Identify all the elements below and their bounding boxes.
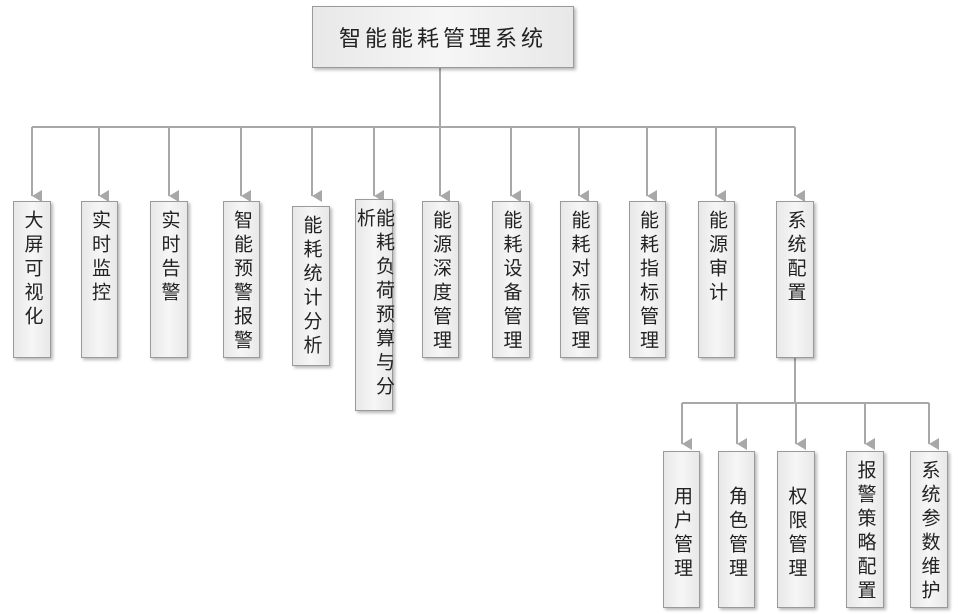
module-node-smart-warning: 智能预警报警 xyxy=(223,201,260,358)
module-label: 能耗指标管理 xyxy=(637,210,659,354)
module-node-realtime-monitor: 实时监控 xyxy=(81,201,118,358)
sub-module-label: 报警策略配置 xyxy=(854,460,877,604)
sub-node-role-mgmt: 角色管理 xyxy=(718,451,755,608)
module-node-deep-energy-mgmt: 能源深度管理 xyxy=(422,201,459,358)
module-node-large-screen: 大屏可视化 xyxy=(13,201,51,358)
module-label: 能耗统计分析 xyxy=(300,215,323,359)
module-node-equipment-mgmt: 能耗设备管理 xyxy=(492,201,530,358)
sub-module-label: 用户管理 xyxy=(671,486,693,582)
module-node-realtime-alarm: 实时告警 xyxy=(150,201,188,358)
module-label: 能源深度管理 xyxy=(430,210,452,354)
module-label: 能耗设备管理 xyxy=(500,210,523,354)
root-label: 智能能耗管理系统 xyxy=(338,27,547,52)
module-node-system-config: 系统配置 xyxy=(776,201,814,358)
module-node-consumption-stats: 能耗统计分析 xyxy=(292,206,330,366)
sub-node-permission-mgmt: 权限管理 xyxy=(777,451,815,608)
module-label: 智能预警报警 xyxy=(231,210,253,354)
sub-node-alarm-strategy-config: 报警策略配置 xyxy=(846,451,884,608)
sub-node-user-mgmt: 用户管理 xyxy=(663,451,700,608)
module-label: 实时监控 xyxy=(89,210,111,306)
sub-module-label: 角色管理 xyxy=(726,486,748,582)
module-label: 大屏可视化 xyxy=(21,210,44,330)
module-label: 系统配置 xyxy=(784,210,807,306)
module-node-indicator-mgmt: 能耗指标管理 xyxy=(629,201,666,358)
module-label: 能耗负荷预算与分析 xyxy=(354,208,395,400)
module-label: 能耗对标管理 xyxy=(568,210,591,354)
sub-module-label: 系统参数维护 xyxy=(918,460,941,604)
sub-module-label: 权限管理 xyxy=(785,486,808,582)
root-node: 智能能耗管理系统 xyxy=(312,6,574,68)
module-node-energy-audit: 能源审计 xyxy=(698,201,735,358)
module-node-load-forecast: 能耗负荷预算与分析 xyxy=(354,199,395,411)
module-label: 能源审计 xyxy=(706,210,728,306)
sub-node-system-param-maint: 系统参数维护 xyxy=(910,451,948,608)
module-node-benchmark-mgmt: 能耗对标管理 xyxy=(560,201,598,358)
module-label: 实时告警 xyxy=(158,210,181,306)
